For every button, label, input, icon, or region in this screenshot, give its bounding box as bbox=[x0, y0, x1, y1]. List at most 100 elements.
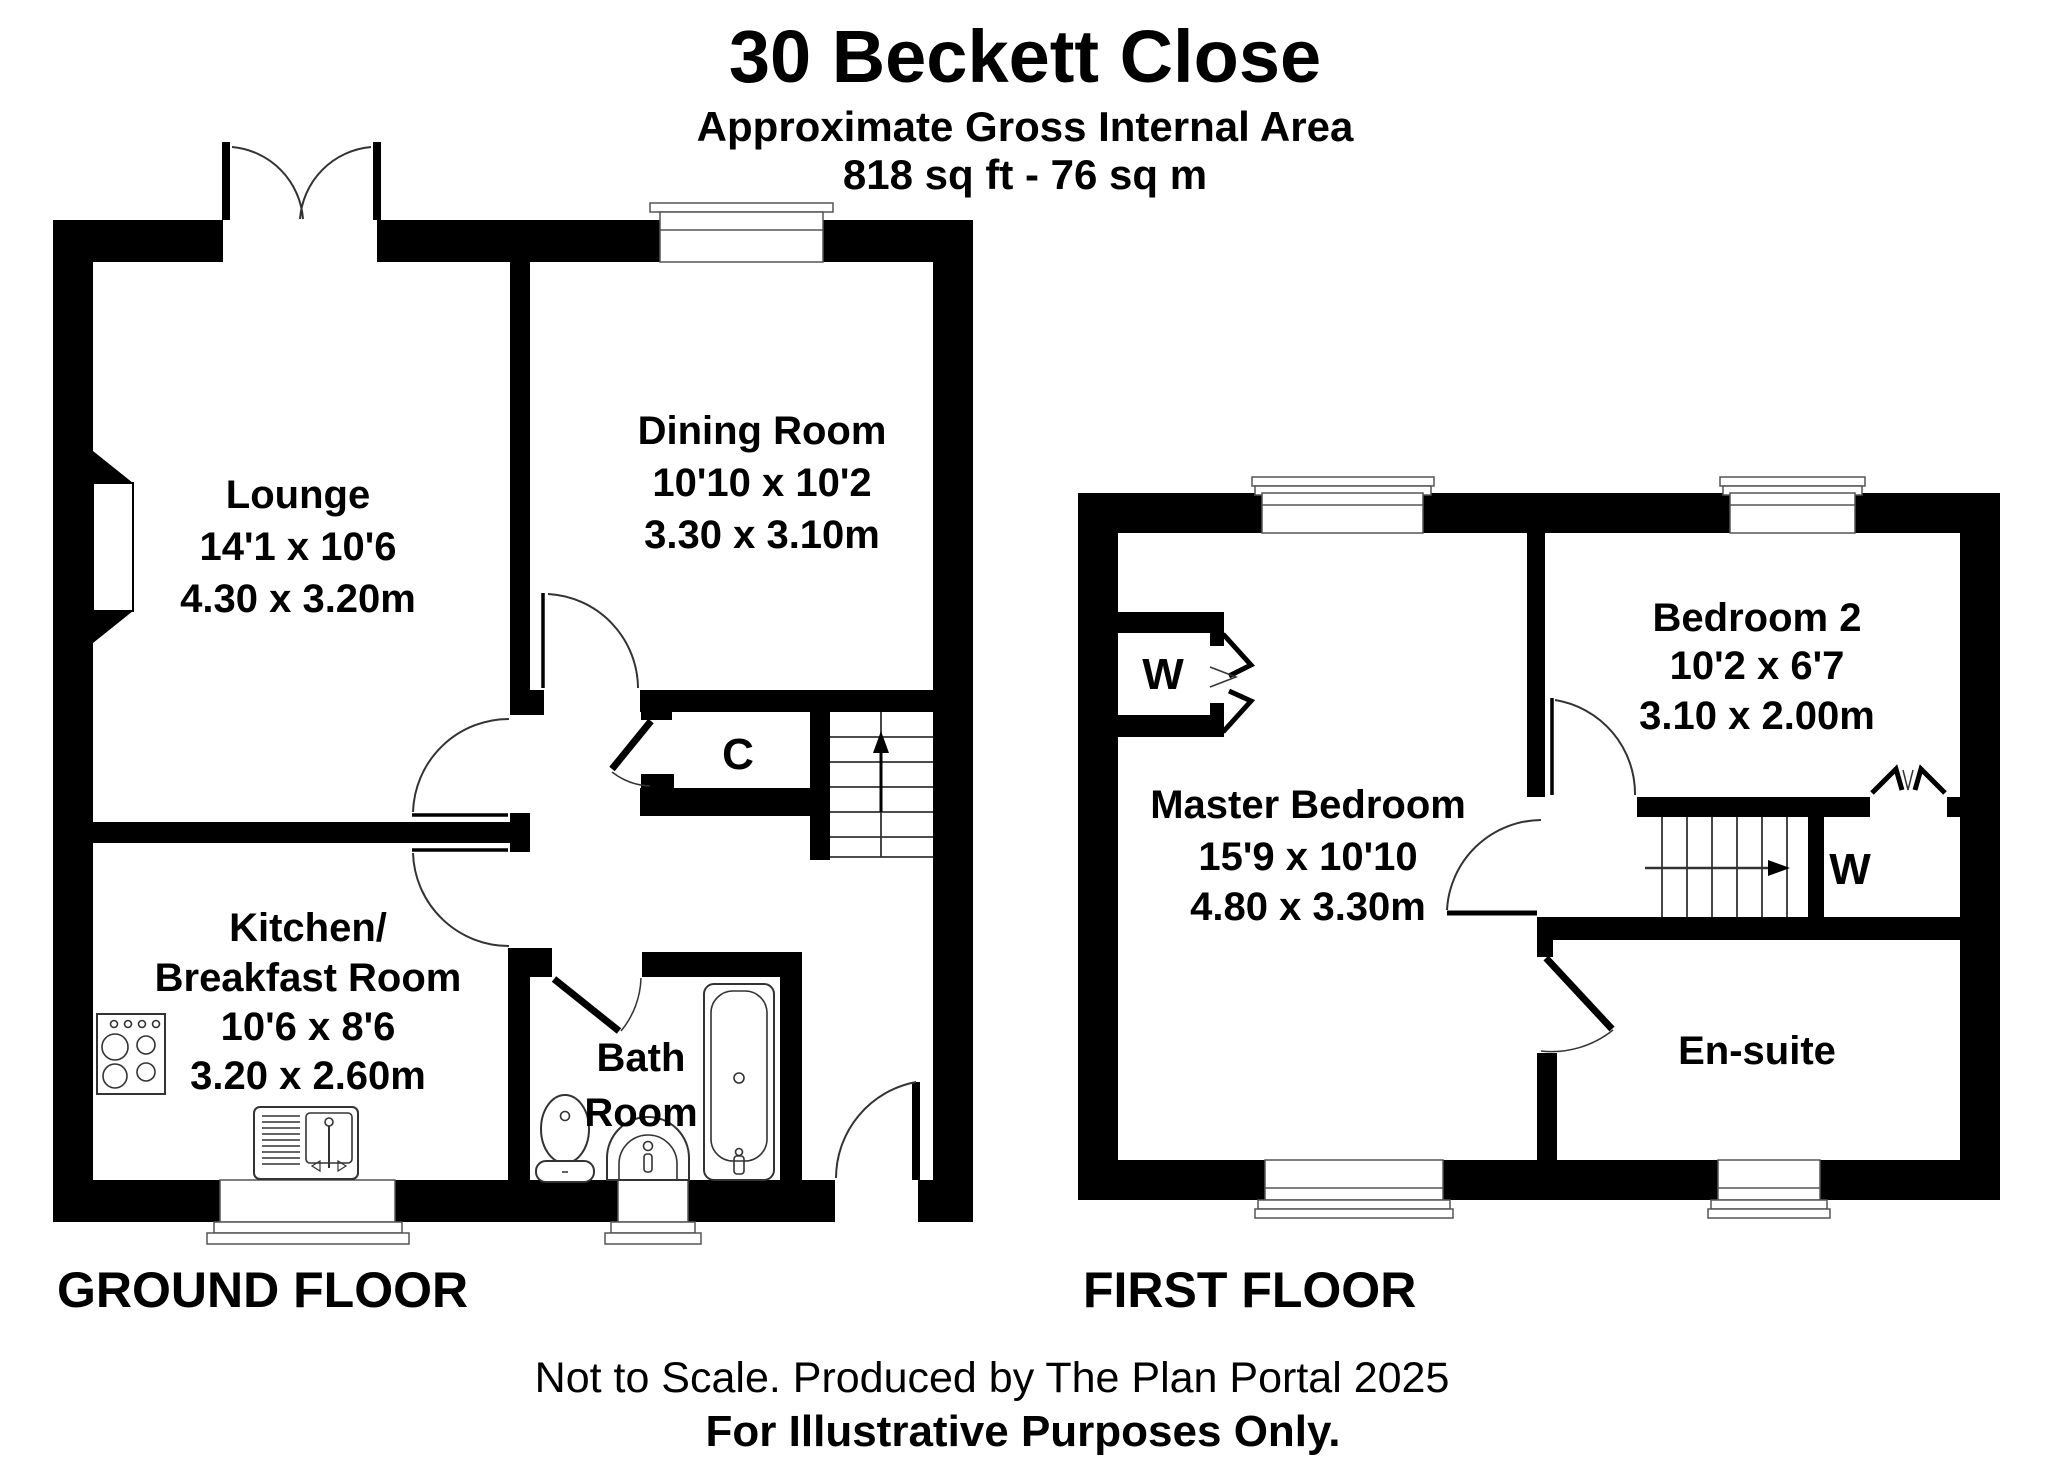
window-sill bbox=[610, 1221, 696, 1234]
cupboard-door bbox=[609, 718, 654, 787]
door-swing-arc bbox=[620, 977, 642, 1032]
window-sill bbox=[213, 1221, 403, 1234]
lounge-door bbox=[412, 718, 510, 817]
footer-disclaimer: Not to Scale. Produced by The Plan Porta… bbox=[535, 1354, 1450, 1402]
footer-illustrative: For Illustrative Purposes Only. bbox=[706, 1407, 1341, 1456]
wall bbox=[1210, 703, 1224, 737]
wall bbox=[780, 952, 802, 1182]
window-glass bbox=[659, 211, 824, 263]
staircase-ground bbox=[830, 712, 933, 858]
kitchen-label-line1: Kitchen/ bbox=[229, 906, 387, 950]
bathroom-label-line1: Bath bbox=[597, 1036, 686, 1080]
page-area: 818 sq ft - 76 sq m bbox=[843, 151, 1207, 198]
wall bbox=[642, 952, 802, 977]
window-sill bbox=[604, 1232, 702, 1245]
master-door bbox=[1446, 819, 1542, 916]
stove-burner bbox=[136, 1062, 156, 1082]
ensuite-door bbox=[1540, 955, 1615, 1053]
master-dims-metric: 4.80 x 3.30m bbox=[1190, 885, 1426, 929]
title-block: 30 Beckett Close Approximate Gross Inter… bbox=[697, 15, 1354, 198]
door-swing-arc bbox=[1540, 1029, 1614, 1053]
ground-floor-caption: GROUND FLOOR bbox=[57, 1262, 468, 1318]
door-leaf bbox=[609, 718, 654, 772]
door-leaf bbox=[551, 976, 622, 1034]
bifold-door bbox=[1221, 688, 1256, 734]
door-swing-arc bbox=[299, 146, 372, 220]
stove-burner bbox=[136, 1035, 156, 1055]
lounge-dims-metric: 4.30 x 3.20m bbox=[180, 577, 416, 621]
staircase-first bbox=[1645, 817, 1790, 917]
kitchen-dims-imperial: 10'6 x 8'6 bbox=[221, 1005, 396, 1049]
window-sill bbox=[1710, 1199, 1828, 1210]
bedroom2-dims-metric: 3.10 x 2.00m bbox=[1639, 694, 1875, 738]
basin-inner bbox=[618, 1134, 678, 1180]
window-glass bbox=[219, 1179, 396, 1223]
kitchen-dims-metric: 3.20 x 2.60m bbox=[190, 1054, 426, 1098]
bifold-door bbox=[1870, 764, 1905, 795]
ensuite-bottom-window bbox=[1707, 1159, 1831, 1219]
wall bbox=[640, 788, 830, 816]
first-floor-caption: FIRST FLOOR bbox=[1083, 1262, 1416, 1318]
window-sill bbox=[206, 1232, 410, 1245]
bifold-door bbox=[1912, 764, 1947, 795]
stove-knob bbox=[109, 1019, 119, 1029]
front-door bbox=[835, 1081, 920, 1180]
wall bbox=[510, 690, 544, 715]
door-swing-arc bbox=[611, 771, 651, 787]
wall bbox=[1947, 797, 1960, 817]
door-swing-arc bbox=[412, 852, 510, 947]
bedroom2-door bbox=[1550, 698, 1637, 796]
bathtub-icon bbox=[703, 983, 775, 1181]
stove-burner bbox=[101, 1033, 129, 1061]
ensuite-label: En-suite bbox=[1678, 1029, 1836, 1073]
window-splay bbox=[93, 611, 133, 643]
wall bbox=[93, 822, 510, 843]
door-leaf bbox=[373, 142, 381, 220]
bedroom2-label: Bedroom 2 bbox=[1653, 596, 1862, 640]
wall bbox=[1210, 612, 1224, 646]
captions: GROUND FLOOR FIRST FLOOR Not to Scale. P… bbox=[57, 1262, 1449, 1456]
cupboard-label: C bbox=[722, 730, 754, 779]
wall bbox=[1808, 797, 1824, 920]
door-leaf bbox=[222, 142, 230, 220]
bifold-door bbox=[1221, 632, 1256, 679]
bedroom2-dims-imperial: 10'2 x 6'7 bbox=[1670, 644, 1845, 688]
door-swing-arc bbox=[412, 718, 510, 813]
bathroom-door bbox=[551, 976, 642, 1034]
stove-knob bbox=[151, 1019, 161, 1029]
stove-icon bbox=[96, 1013, 166, 1095]
bathtub-outline bbox=[703, 983, 775, 1181]
door-swing-arc bbox=[231, 146, 304, 220]
kitchen-label-line2: Breakfast Room bbox=[155, 956, 462, 1000]
wall bbox=[1423, 493, 1730, 533]
stairs-up-arrowhead bbox=[873, 731, 889, 753]
door-swing-arc bbox=[1446, 819, 1542, 911]
bedroom2-top-window bbox=[1719, 476, 1866, 534]
wall bbox=[1443, 1160, 1718, 1200]
french-doors bbox=[222, 142, 381, 220]
bathroom-label-line2: Room bbox=[584, 1091, 697, 1135]
wall bbox=[1537, 917, 1553, 957]
stove-burner bbox=[102, 1063, 128, 1089]
master-bottom-window bbox=[1254, 1159, 1454, 1219]
wall bbox=[508, 948, 530, 1182]
bifold-door-line bbox=[1902, 769, 1914, 791]
wall bbox=[1820, 1160, 2000, 1200]
wall bbox=[641, 712, 672, 720]
toilet-bowl bbox=[540, 1094, 590, 1164]
window-sill bbox=[1719, 476, 1866, 487]
wall bbox=[1118, 612, 1210, 633]
wall bbox=[1078, 493, 1118, 1200]
dining-door bbox=[541, 593, 639, 689]
wall bbox=[688, 1180, 835, 1222]
door-swing-arc bbox=[835, 1081, 917, 1179]
wall bbox=[641, 774, 674, 790]
master-dims-imperial: 15'9 x 10'10 bbox=[1198, 835, 1417, 879]
wall bbox=[510, 262, 530, 693]
bedroom2-wardrobe-door bbox=[1870, 764, 1947, 795]
wall bbox=[1537, 917, 2000, 940]
ground-floor-plan: Lounge 14'1 x 10'6 4.30 x 3.20m Dining R… bbox=[53, 142, 973, 1245]
wall bbox=[1527, 533, 1545, 797]
dining-dims-imperial: 10'10 x 10'2 bbox=[652, 461, 871, 505]
